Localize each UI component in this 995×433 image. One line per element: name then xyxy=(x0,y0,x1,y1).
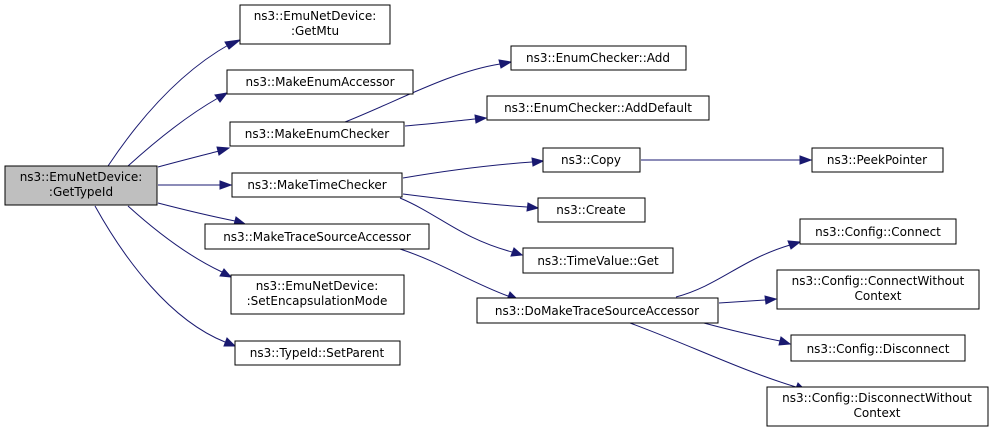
edge-domake-configconnect xyxy=(675,244,791,298)
node-setparent-label: ns3::TypeId::SetParent xyxy=(250,346,385,360)
node-maketracesourceaccessor[interactable]: ns3::MakeTraceSourceAccessor xyxy=(204,223,430,250)
node-peekpointer-label: ns3::PeekPointer xyxy=(827,153,927,167)
node-setencapsulationmode[interactable]: ns3::EmuNetDevice: :SetEncapsulationMode xyxy=(230,274,405,315)
edge-gettypeid-getmtu xyxy=(107,43,231,167)
node-config-disconnectwithoutcontext-line2: Context xyxy=(853,406,900,420)
edge-makeenumchecker-enumadd xyxy=(344,63,501,123)
edge-gettypeid-getmtu-arrow xyxy=(224,39,242,50)
node-config-disconnectwithoutcontext-line1: ns3::Config::DisconnectWithout xyxy=(782,391,972,405)
node-config-disconnect-label: ns3::Config::Disconnect xyxy=(807,342,950,356)
edge-gettypeid-maketimechecker-arrow xyxy=(219,180,233,190)
edge-maketimechecker-timevalueget-arrow xyxy=(510,247,524,257)
edge-makeenumchecker-enumadddefault-arrow xyxy=(474,114,488,124)
node-create-label: ns3::Create xyxy=(556,203,625,217)
node-setparent[interactable]: ns3::TypeId::SetParent xyxy=(234,340,401,366)
node-enumchecker-add-label: ns3::EnumChecker::Add xyxy=(526,51,670,65)
edge-makeenumchecker-enumadddefault xyxy=(404,118,476,127)
node-config-disconnect[interactable]: ns3::Config::Disconnect xyxy=(790,334,966,362)
node-config-disconnectwithoutcontext[interactable]: ns3::Config::DisconnectWithout Context xyxy=(766,386,989,427)
node-config-connect-label: ns3::Config::Connect xyxy=(815,225,941,239)
edge-maketimechecker-create-arrow xyxy=(526,202,540,212)
node-getmtu[interactable]: ns3::EmuNetDevice: :GetMtu xyxy=(239,4,391,45)
edge-maketimechecker-copy-arrow xyxy=(531,157,545,167)
node-makeenumchecker-label: ns3::MakeEnumChecker xyxy=(245,127,390,141)
edge-gettypeid-setencapsulation-arrow xyxy=(219,268,233,278)
node-makeenumaccessor[interactable]: ns3::MakeEnumAccessor xyxy=(226,69,414,95)
node-gettypeid-line1: ns3::EmuNetDevice: xyxy=(20,170,143,184)
edge-gettypeid-setparent xyxy=(94,205,226,343)
node-config-connectwithoutcontext-line2: Context xyxy=(854,289,901,303)
edge-domake-configconnectwithout xyxy=(718,299,766,304)
node-domaketracesourceaccessor-label: ns3::DoMakeTraceSourceAccessor xyxy=(495,304,699,318)
edge-domake-configconnect-arrow xyxy=(787,240,802,250)
node-makeenumaccessor-label: ns3::MakeEnumAccessor xyxy=(245,75,394,89)
node-maketimechecker[interactable]: ns3::MakeTimeChecker xyxy=(231,172,403,198)
edge-domake-configdisconnect xyxy=(699,321,781,342)
node-enumchecker-adddefault-label: ns3::EnumChecker::AddDefault xyxy=(504,101,692,115)
edge-domake-configdisconnectwithout xyxy=(629,322,797,388)
edge-gettypeid-maketracesource xyxy=(157,202,236,222)
edge-maketimechecker-timevalueget xyxy=(399,197,513,253)
edge-gettypeid-makeenumaccessor-arrow xyxy=(214,92,229,103)
edge-gettypeid-makeenumchecker xyxy=(157,150,220,168)
edge-maketimechecker-copy xyxy=(402,161,533,179)
node-getmtu-line2: :GetMtu xyxy=(291,24,339,38)
node-setencapsulationmode-line2: :SetEncapsulationMode xyxy=(247,294,388,308)
node-config-connectwithoutcontext[interactable]: ns3::Config::ConnectWithout Context xyxy=(776,269,980,310)
node-domaketracesourceaccessor[interactable]: ns3::DoMakeTraceSourceAccessor xyxy=(476,297,719,324)
edge-gettypeid-setparent-arrow xyxy=(223,337,237,347)
node-config-connectwithoutcontext-line1: ns3::Config::ConnectWithout xyxy=(792,274,965,288)
edge-gettypeid-setencapsulation xyxy=(127,205,223,273)
edge-gettypeid-makeenumaccessor xyxy=(127,97,219,167)
node-copy[interactable]: ns3::Copy xyxy=(542,147,641,173)
node-copy-label: ns3::Copy xyxy=(561,153,621,167)
edge-copy-peekpointer-arrow xyxy=(799,155,813,165)
node-maketimechecker-label: ns3::MakeTimeChecker xyxy=(247,178,386,192)
node-enumchecker-add[interactable]: ns3::EnumChecker::Add xyxy=(510,45,687,71)
node-peekpointer[interactable]: ns3::PeekPointer xyxy=(811,147,944,173)
edge-domake-configconnectwithout-arrow xyxy=(764,295,778,305)
edge-domake-configdisconnect-arrow xyxy=(778,336,792,346)
node-setencapsulationmode-line1: ns3::EmuNetDevice: xyxy=(256,279,379,293)
edge-gettypeid-makeenumchecker-arrow xyxy=(216,146,231,156)
node-config-connect[interactable]: ns3::Config::Connect xyxy=(799,218,957,245)
node-timevalue-get-label: ns3::TimeValue::Get xyxy=(537,254,659,268)
edges xyxy=(94,39,813,392)
node-getmtu-line1: ns3::EmuNetDevice: xyxy=(254,9,377,23)
nodes: ns3::EmuNetDevice: :GetTypeId ns3::EmuNe… xyxy=(4,4,989,427)
node-enumchecker-adddefault[interactable]: ns3::EnumChecker::AddDefault xyxy=(486,95,710,121)
node-timevalue-get[interactable]: ns3::TimeValue::Get xyxy=(522,247,674,274)
edge-maketimechecker-create xyxy=(402,193,528,208)
edge-makeenumchecker-enumadd-arrow xyxy=(498,59,513,69)
node-gettypeid[interactable]: ns3::EmuNetDevice: :GetTypeId xyxy=(4,165,158,206)
edge-maketracesource-domaketracesource xyxy=(399,248,509,297)
node-maketracesourceaccessor-label: ns3::MakeTraceSourceAccessor xyxy=(223,230,411,244)
node-makeenumchecker[interactable]: ns3::MakeEnumChecker xyxy=(229,121,405,147)
node-gettypeid-line2: :GetTypeId xyxy=(49,185,113,199)
node-create[interactable]: ns3::Create xyxy=(537,197,646,223)
